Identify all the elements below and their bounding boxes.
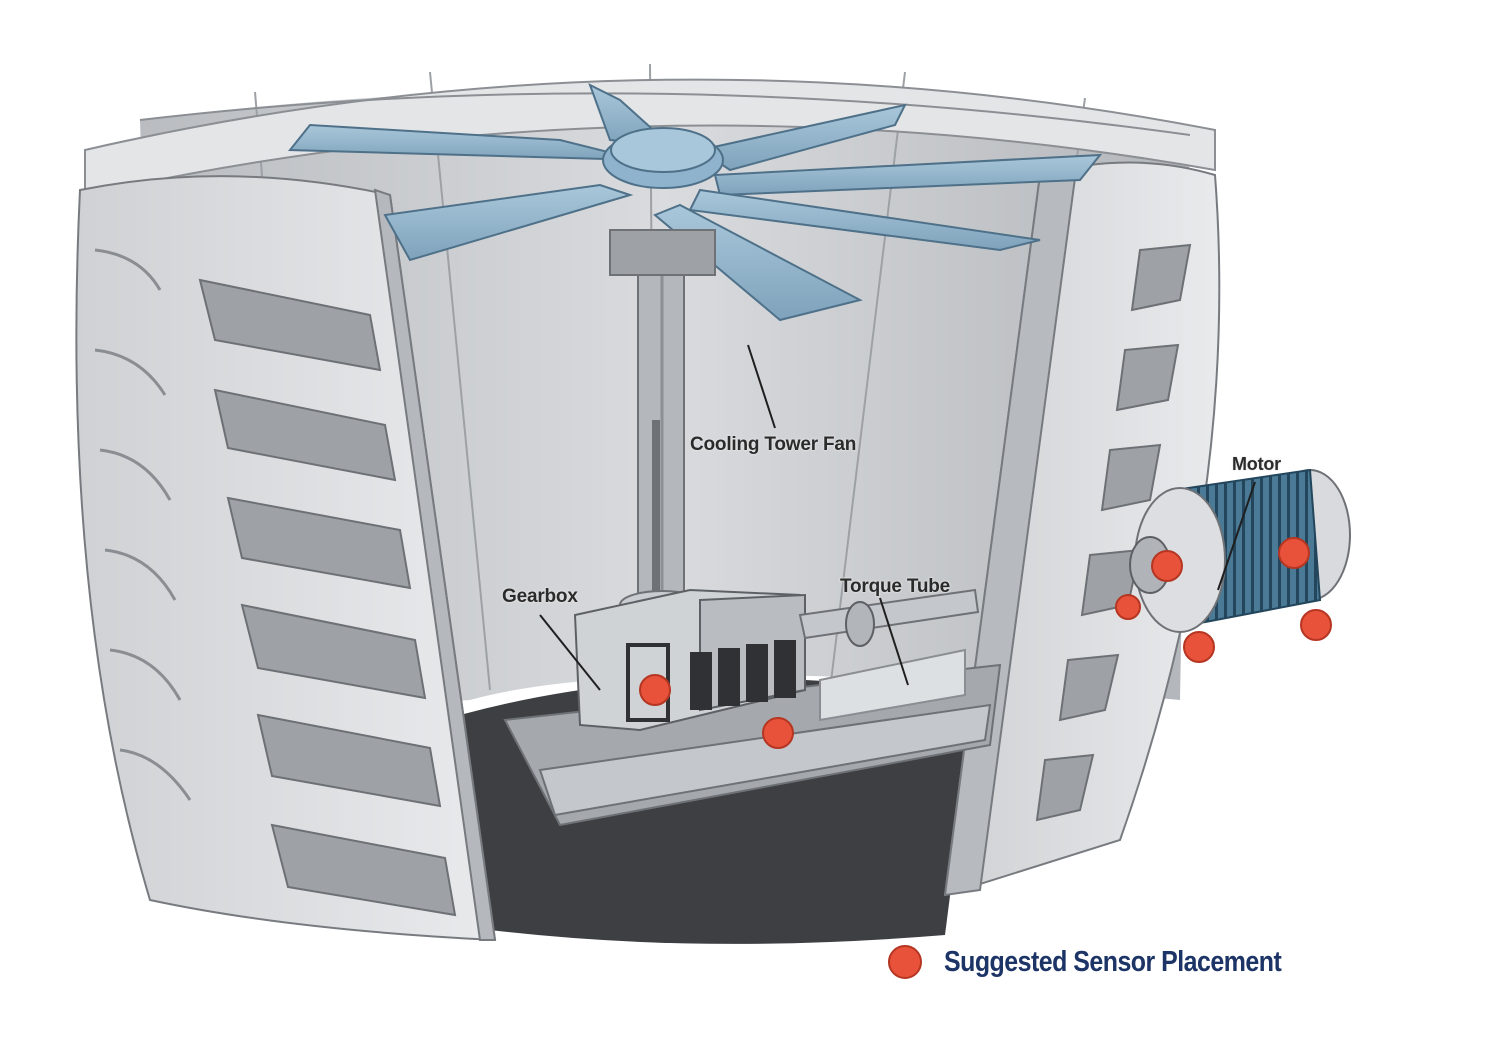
label-cooling-tower-fan: Cooling Tower Fan: [690, 434, 857, 455]
sensor-marker-gearbox: [639, 674, 671, 706]
sensor-marker-motor-base-left: [1183, 631, 1215, 663]
label-torque-tube: Torque Tube: [840, 576, 951, 597]
legend-marker-icon: [888, 945, 922, 979]
fan-assembly: [287, 82, 1103, 620]
sensor-marker-gearbox-base: [762, 717, 794, 749]
legend: Suggested Sensor Placement: [888, 942, 1336, 982]
legend-label: Suggested Sensor Placement: [944, 945, 1282, 978]
torque-tube: [798, 588, 980, 722]
sensor-marker-motor-coupling-lower: [1115, 594, 1141, 620]
label-gearbox: Gearbox: [502, 586, 578, 607]
sensor-markers: [639, 537, 1332, 749]
motor-unit: [1129, 468, 1351, 633]
sensor-marker-motor-base-right: [1300, 609, 1332, 641]
sensor-marker-motor-coupling: [1151, 550, 1183, 582]
label-motor: Motor: [1232, 454, 1281, 474]
left-wall-section: [75, 175, 497, 942]
callout-lines: [539, 344, 1256, 691]
sensor-marker-motor-housing: [1278, 537, 1310, 569]
